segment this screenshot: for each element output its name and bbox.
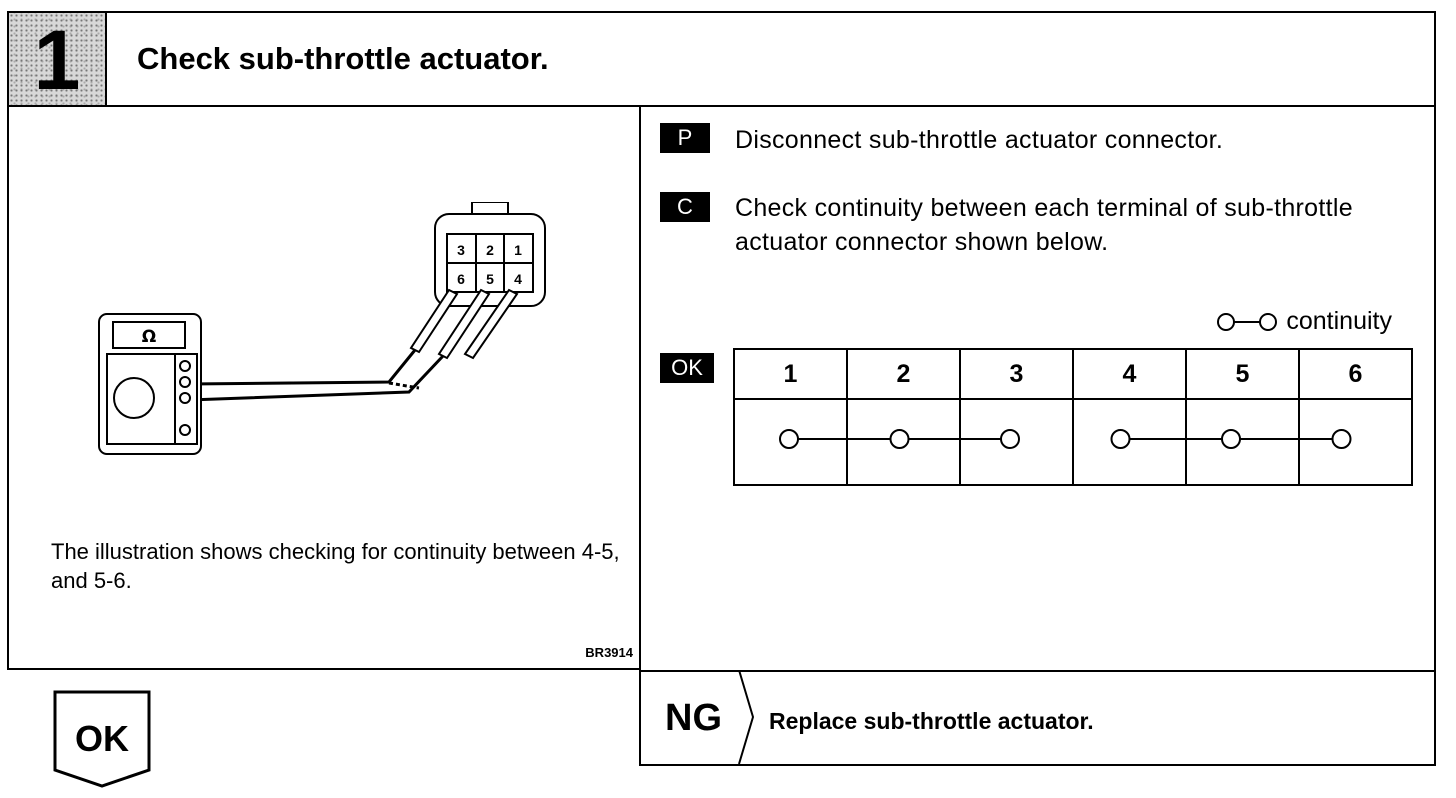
terminal-header: 1	[733, 348, 848, 400]
procedure-panel: P Disconnect sub-throttle actuator conne…	[639, 105, 1436, 672]
continuity-legend: continuity	[1216, 307, 1392, 336]
terminal-header: 4	[1072, 348, 1187, 400]
ok-result-label: OK	[75, 718, 129, 759]
step-number: 1	[33, 13, 81, 107]
illustration-caption: The illustration shows checking for cont…	[51, 539, 620, 593]
chevron-right-icon	[738, 670, 755, 765]
terminal-header: 3	[959, 348, 1074, 400]
ok-tag: OK	[660, 353, 714, 383]
figure-code: BR3914	[585, 645, 633, 660]
ng-result-box: NG Replace sub-throttle actuator.	[639, 670, 1436, 766]
pin-label: 5	[486, 271, 494, 287]
prepare-instruction: Disconnect sub-throttle actuator connect…	[735, 126, 1224, 154]
step-title: Check sub-throttle actuator.	[137, 41, 549, 76]
ohmmeter-connector-illustration: 3 2 1 6 5 4 Ω	[98, 202, 546, 455]
dial	[113, 377, 155, 419]
ohmmeter: Ω	[98, 313, 202, 455]
pin-label: 6	[457, 271, 465, 287]
continuity-symbol-icon	[1217, 313, 1278, 331]
continuity-cell	[959, 398, 1074, 486]
continuity-cell	[1072, 398, 1187, 486]
pin-label: 4	[514, 271, 522, 287]
continuity-cell	[733, 398, 848, 486]
pin-label: 2	[486, 242, 494, 258]
ohm-symbol: Ω	[142, 327, 156, 347]
ng-action: Replace sub-throttle actuator.	[769, 708, 1094, 734]
continuity-cell	[1185, 398, 1300, 486]
terminal-header: 5	[1185, 348, 1300, 400]
continuity-table: 1 2 3 4 5 6	[733, 348, 1413, 486]
check-instruction: Check continuity between each terminal o…	[735, 194, 1353, 256]
step-number-box: 1	[9, 13, 107, 105]
ng-label: NG	[665, 697, 722, 739]
pin-label: 3	[457, 242, 465, 258]
continuity-cell	[846, 398, 961, 486]
terminal-header: 6	[1298, 348, 1413, 400]
step-header: 1 Check sub-throttle actuator.	[7, 11, 1436, 107]
connector: 3 2 1 6 5 4	[434, 202, 546, 307]
illustration-panel: 3 2 1 6 5 4 Ω The i	[7, 105, 641, 670]
probe-leads	[188, 288, 519, 402]
legend-label: continuity	[1286, 307, 1392, 335]
terminal-header: 2	[846, 348, 961, 400]
prepare-tag: P	[660, 123, 710, 153]
check-tag: C	[660, 192, 710, 222]
pin-label: 1	[514, 242, 522, 258]
continuity-cell	[1298, 398, 1413, 486]
ok-result-badge	[53, 690, 151, 788]
